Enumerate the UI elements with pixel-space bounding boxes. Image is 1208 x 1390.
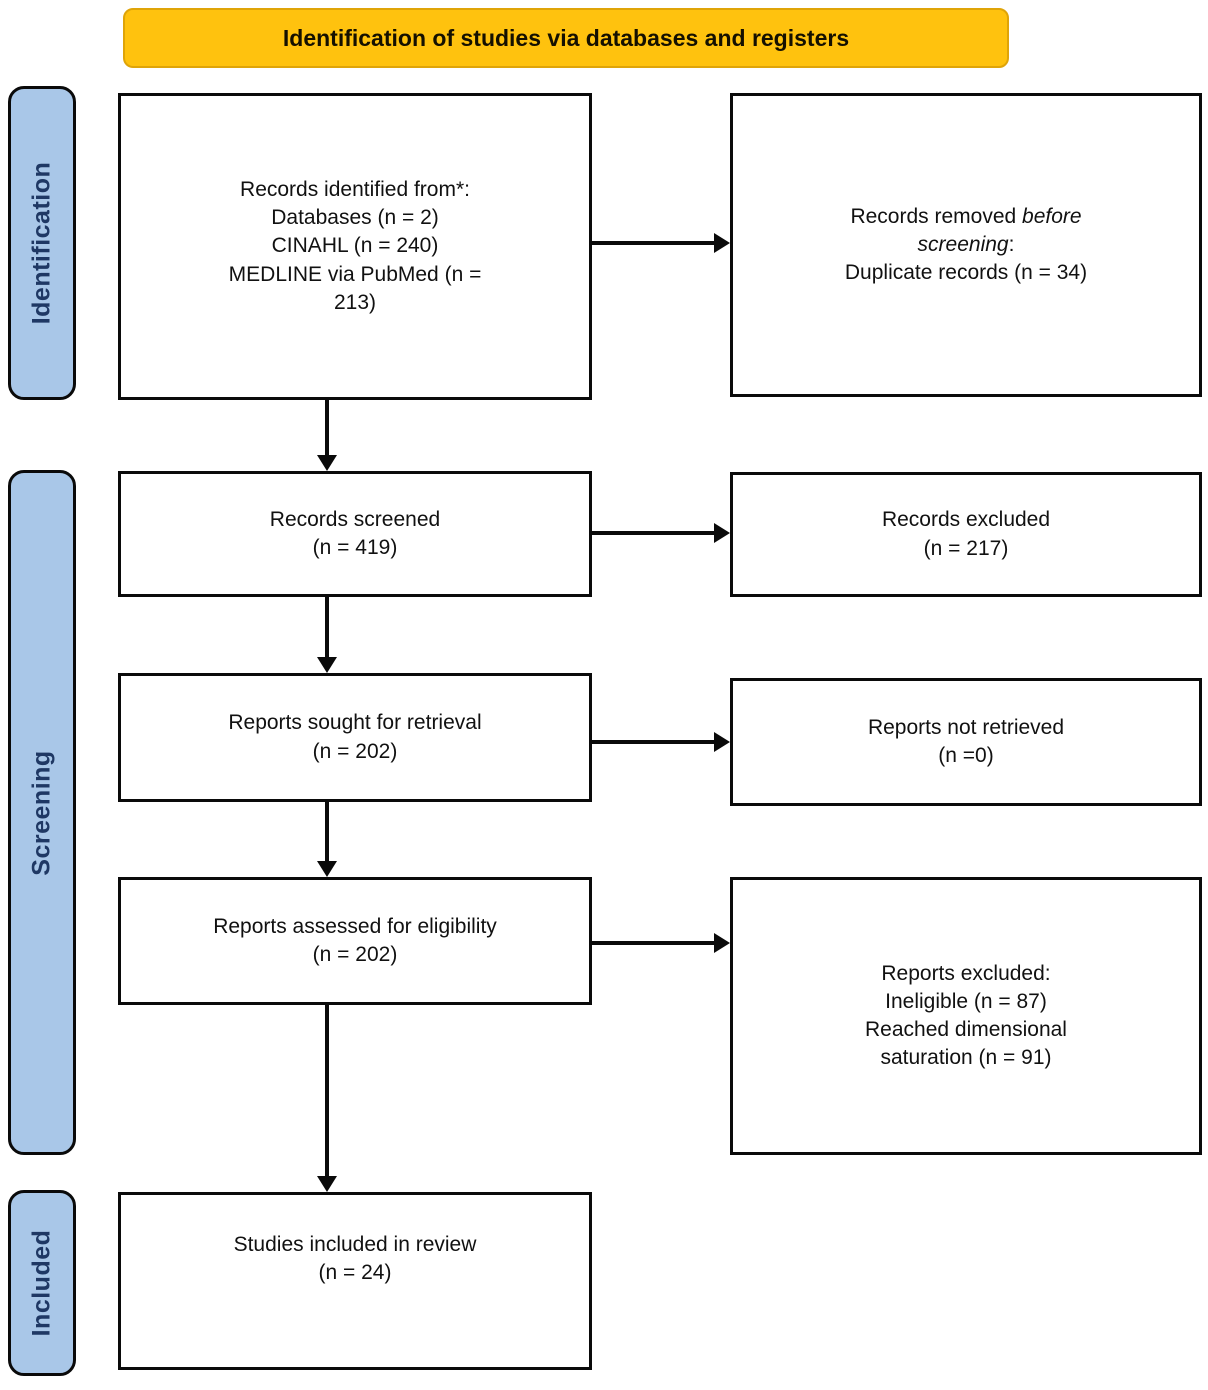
box-line: Records screened	[269, 507, 441, 531]
arrow-shaft	[325, 400, 329, 457]
stage-label-identification-text: Identification	[27, 161, 56, 325]
box-line: Reports excluded:	[881, 961, 1051, 985]
arrow-shaft	[325, 597, 329, 659]
box-line: Reached dimensional saturation (n = 91)	[865, 1018, 1067, 1070]
box-records-screened: Records screened (n = 419)	[118, 471, 592, 597]
box-line: Records removed	[850, 204, 1023, 228]
box-reports-excluded: Reports excluded: Ineligible (n = 87) Re…	[730, 877, 1202, 1155]
box-studies-included: Studies included in review (n = 24)	[118, 1192, 592, 1370]
arrow-shaft	[592, 531, 714, 535]
header-banner: Identification of studies via databases …	[123, 8, 1009, 68]
box-line: (n = 419)	[312, 536, 398, 559]
arrow-shaft	[592, 740, 714, 744]
box-line: :	[1008, 232, 1015, 256]
arrow-head-right-icon	[714, 523, 730, 543]
box-line: (n =0)	[938, 744, 994, 767]
arrow-shaft	[325, 1005, 329, 1178]
box-line: Reports not retrieved	[867, 715, 1065, 739]
stage-label-screening: Screening	[8, 470, 76, 1155]
banner-title: Identification of studies via databases …	[282, 24, 850, 51]
stage-label-identification: Identification	[8, 86, 76, 400]
box-reports-assessed: Reports assessed for eligibility (n = 20…	[118, 877, 592, 1005]
box-line: (n = 202)	[312, 739, 398, 763]
stage-label-screening-text: Screening	[27, 749, 56, 876]
stage-label-included-text: Included	[27, 1229, 56, 1337]
box-line: Records excluded	[881, 508, 1051, 532]
box-line: CINAHL (n = 240)	[271, 234, 439, 258]
arrow-head-down-icon	[317, 657, 337, 673]
box-line: Reports sought for retrieval	[228, 711, 482, 735]
box-records-excluded: Records excluded (n = 217)	[730, 472, 1202, 597]
box-line: MEDLINE via PubMed (n = 213)	[228, 262, 482, 314]
box-line: Databases (n = 2)	[271, 206, 439, 230]
box-records-identified: Records identified from*: Databases (n =…	[118, 93, 592, 400]
box-line: (n = 217)	[923, 536, 1009, 560]
box-line: (n = 24)	[318, 1261, 392, 1285]
box-line: (n = 202)	[312, 943, 398, 966]
arrow-head-right-icon	[714, 933, 730, 953]
box-line: Reports assessed for eligibility	[213, 914, 497, 938]
box-records-removed: Records removed before screening: Duplic…	[730, 93, 1202, 397]
box-line-italic: before screening	[917, 204, 1082, 256]
stage-label-included: Included	[8, 1190, 76, 1376]
arrow-shaft	[325, 802, 329, 863]
arrow-shaft	[592, 941, 714, 945]
arrow-head-down-icon	[317, 1176, 337, 1192]
arrow-head-right-icon	[714, 233, 730, 253]
box-line: Duplicate records (n = 34)	[844, 261, 1088, 285]
box-line: Records identified from*:	[240, 178, 470, 202]
box-reports-not-retrieved: Reports not retrieved (n =0)	[730, 678, 1202, 806]
arrow-head-down-icon	[317, 861, 337, 877]
box-reports-sought: Reports sought for retrieval (n = 202)	[118, 673, 592, 802]
arrow-head-right-icon	[714, 732, 730, 752]
box-line: Studies included in review	[233, 1233, 477, 1256]
box-line: Ineligible (n = 87)	[885, 989, 1047, 1013]
arrow-head-down-icon	[317, 455, 337, 471]
arrow-shaft	[592, 241, 714, 245]
